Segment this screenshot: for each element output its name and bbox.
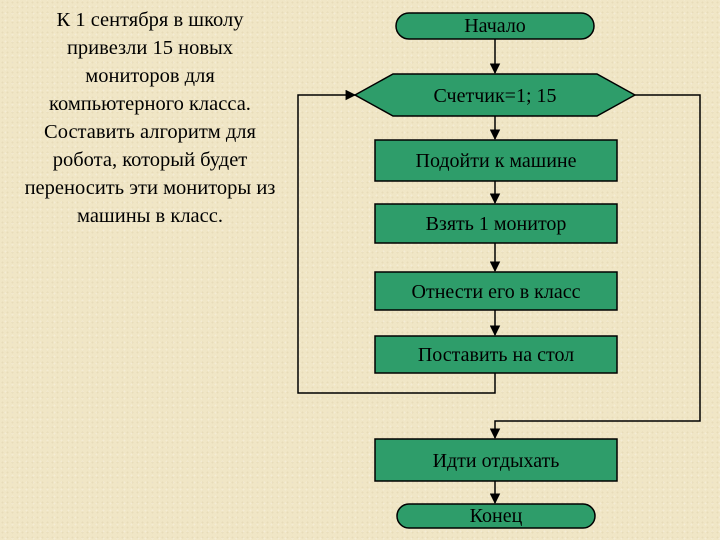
task-line: мониторов для xyxy=(85,65,215,87)
task-line: переносить эти мониторы из xyxy=(24,177,276,199)
node-step-3: Отнести его в класс xyxy=(374,271,618,311)
node-step-1: Подойти к машине xyxy=(374,139,618,182)
node-step-1-label: Подойти к машине xyxy=(416,150,577,172)
task-line: Составить алгоритм для xyxy=(44,121,256,143)
node-step-3-label: Отнести его в класс xyxy=(412,281,581,303)
task-description: К 1 сентября в школу привезли 15 новых м… xyxy=(0,6,300,230)
node-step-4-label: Поставить на стол xyxy=(418,344,574,366)
loop-exit-line xyxy=(489,94,701,440)
node-step-2: Взять 1 монитор xyxy=(374,203,618,244)
node-step-2-label: Взять 1 монитор xyxy=(426,213,567,235)
node-step-4: Поставить на стол xyxy=(374,335,618,374)
task-line: К 1 сентября в школу xyxy=(56,9,244,31)
task-line: машины в класс. xyxy=(77,205,223,227)
task-line: робота, который будет xyxy=(52,149,248,171)
node-start: Начало xyxy=(395,12,595,40)
node-start-label: Начало xyxy=(464,15,526,37)
node-loop-label: Счетчик=1; 15 xyxy=(433,85,556,107)
node-step-5: Идти отдыхать xyxy=(374,438,618,482)
task-line: компьютерного класса. xyxy=(49,93,251,115)
node-loop: Счетчик=1; 15 xyxy=(353,73,637,117)
task-line: привезли 15 новых xyxy=(66,37,234,59)
node-step-5-label: Идти отдыхать xyxy=(433,450,560,472)
node-end-label: Конец xyxy=(470,505,523,527)
connectors xyxy=(297,39,701,505)
node-end: Конец xyxy=(396,503,596,529)
loop-back-line xyxy=(297,89,496,394)
